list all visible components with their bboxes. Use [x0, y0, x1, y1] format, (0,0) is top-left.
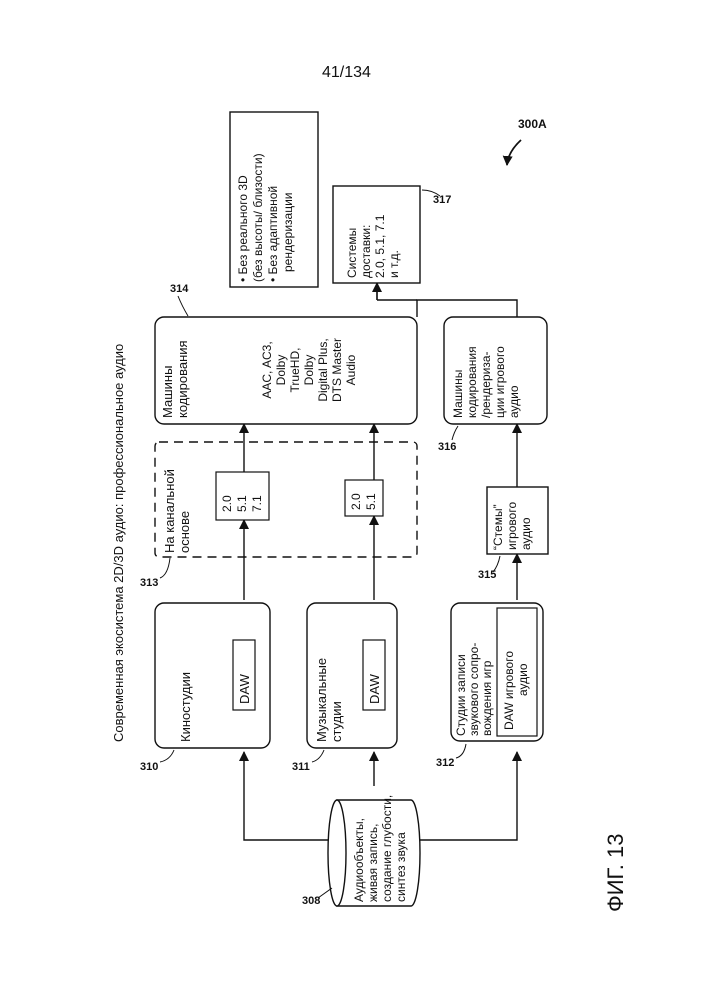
- game-coding-line-1: Машины: [451, 370, 465, 418]
- source-line-1: Аудиообъекты,: [352, 818, 366, 902]
- stems-line-2: игрового: [505, 502, 519, 550]
- coding-title-2: кодирования: [175, 340, 190, 418]
- delivery-line-1: Системы: [345, 228, 359, 278]
- game-coding-line-2: кодирования: [465, 346, 479, 418]
- coding-format-3: TrueHD,: [288, 348, 302, 393]
- delivery-systems: Системы доставки: 2.0, 5.1, 7.1 и т.д.: [333, 186, 420, 283]
- ref-313: 313: [140, 577, 158, 589]
- stems-line-1: “Стемы”: [491, 504, 505, 550]
- game-coding-engines: Машины кодирования /рендериза- ции игров…: [444, 317, 547, 424]
- studio-film-label: Киностудии: [178, 672, 193, 742]
- ref-317: 317: [433, 194, 451, 206]
- coding-format-5: Digital Plus,: [316, 338, 330, 401]
- channel-group: На канальной основе 2.0 5.1 7.1 2.0 5.1: [155, 442, 417, 557]
- delivery-line-3: 2.0, 5.1, 7.1: [373, 214, 387, 278]
- studio-game-label-3: вождения игр: [480, 660, 494, 736]
- channel-box-b-1: 2.0: [349, 493, 363, 510]
- studio-music-label-2: студии: [329, 701, 344, 742]
- studio-music-daw: DAW: [367, 673, 382, 704]
- coding-engines: Машины кодирования AAC, AC3, Dolby TrueH…: [155, 317, 417, 424]
- channel-box-a-3: 7.1: [250, 495, 264, 512]
- studio-game-daw-1: DAW игрового: [502, 651, 516, 730]
- studio-game-daw-2: аудио: [516, 663, 530, 696]
- studio-game-label-1: Студии записи: [454, 654, 468, 736]
- ref-312: 312: [436, 757, 454, 769]
- studio-game: Студии записи звукового сопро- вождения …: [451, 603, 543, 741]
- source-line-3: создание глубости,: [380, 795, 394, 902]
- source-cylinder: Аудиообъекты, живая запись, создание глу…: [328, 795, 420, 906]
- game-coding-line-3: /рендериза-: [479, 351, 493, 418]
- ref-311: 311: [292, 761, 310, 773]
- coding-format-2: Dolby: [274, 355, 288, 386]
- ref-308: 308: [302, 895, 320, 907]
- notes-line-3: • Без адаптивной: [266, 186, 280, 282]
- notes-line-4: рендеризации: [281, 193, 295, 272]
- notes-line-2: (без высоты/ близости): [251, 153, 265, 282]
- ref-300a-arrow: [507, 140, 521, 165]
- diagram-title: Современная экосистема 2D/3D аудио: проф…: [111, 344, 126, 742]
- channel-group-label-2: основе: [177, 511, 192, 553]
- stems-line-3: аудио: [519, 517, 533, 550]
- ref-300a: 300A: [518, 117, 547, 131]
- notes-box: • Без реального 3D (без высоты/ близости…: [230, 112, 318, 287]
- delivery-line-4: и т.д.: [387, 250, 401, 278]
- coding-title-1: Машины: [160, 366, 175, 418]
- studio-music: Музыкальные студии DAW: [307, 603, 397, 748]
- coding-format-7: Audio: [344, 354, 358, 385]
- coding-format-6: DTS Master: [330, 338, 344, 402]
- game-stems: “Стемы” игрового аудио: [487, 487, 548, 554]
- ref-314: 314: [170, 283, 189, 295]
- source-line-2: живая запись,: [366, 824, 380, 902]
- coding-format-1: AAC, AC3,: [260, 341, 274, 398]
- coding-format-4: Dolby: [302, 355, 316, 386]
- ref-310: 310: [140, 761, 158, 773]
- studio-game-label-2: звукового сопро-: [467, 643, 481, 736]
- studio-film-daw: DAW: [237, 673, 252, 704]
- channel-group-label-1: На канальной: [162, 469, 177, 553]
- game-coding-line-5: аудио: [507, 385, 521, 418]
- source-line-4: синтез звука: [394, 832, 408, 902]
- delivery-line-2: доставки:: [359, 225, 373, 278]
- ref-316: 316: [438, 441, 456, 453]
- game-coding-line-4: ции игрового: [493, 346, 507, 418]
- channel-box-b-2: 5.1: [364, 493, 378, 510]
- channel-box-a-2: 5.1: [235, 495, 249, 512]
- studio-film: Киностудии DAW: [155, 603, 270, 748]
- channel-box-a-1: 2.0: [220, 495, 234, 512]
- notes-line-1: • Без реального 3D: [236, 175, 250, 282]
- studio-music-label-1: Музыкальные: [314, 658, 329, 742]
